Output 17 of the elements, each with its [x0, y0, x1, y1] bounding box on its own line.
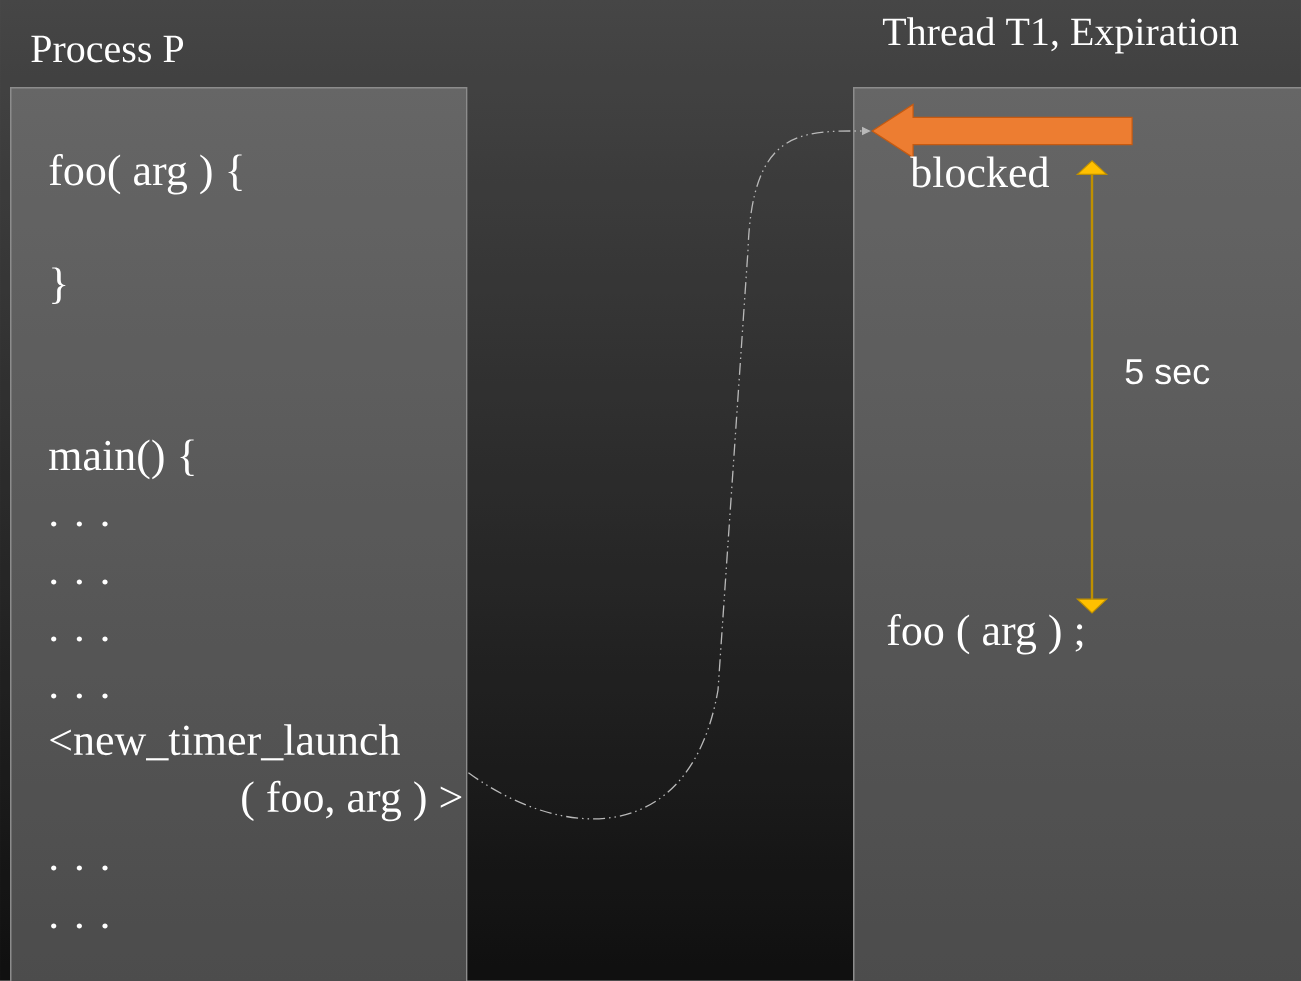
duration-label: 5 sec — [1125, 359, 1210, 385]
double-arrow — [1075, 160, 1109, 614]
code-line: . . . — [51, 923, 108, 929]
code-line: . . . — [51, 521, 108, 527]
code-line: foo ( arg ) ; — [887, 614, 1083, 655]
code-line: . . . — [51, 693, 108, 699]
code-line: foo( arg ) { — [49, 154, 242, 195]
code-line: } — [52, 267, 66, 304]
connector — [467, 126, 871, 820]
code-line: . . . — [51, 636, 108, 642]
panel-heading: Thread T1, Expiration — [882, 17, 1239, 54]
arrow-caption: blocked — [910, 156, 1049, 188]
code-line: . . . — [51, 865, 108, 871]
code-line: main() { — [49, 439, 194, 480]
panel-heading: Process P — [31, 35, 184, 63]
code-line: <new_timer_launch ( foo, arg ) > — [50, 724, 462, 822]
code-line: . . . — [51, 579, 108, 585]
